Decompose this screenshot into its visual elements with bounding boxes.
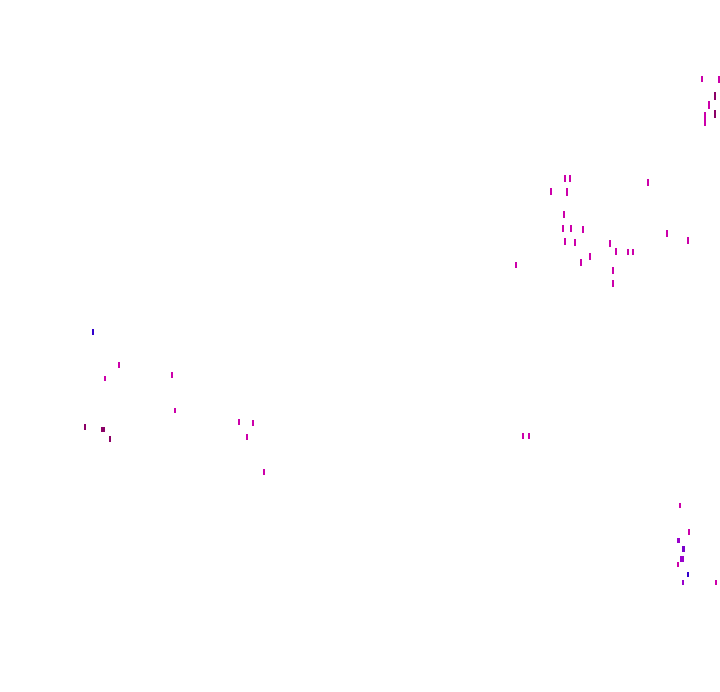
tick-fragment-upper-right-middle (582, 226, 584, 233)
tick-fragment-upper-right-middle (647, 179, 649, 186)
tick-fragment-left-middle (252, 420, 254, 426)
tick-fragment-upper-right-middle (570, 225, 572, 232)
tick-fragment-upper-right-middle (627, 249, 629, 255)
tick-fragment-upper-right-edge (714, 110, 716, 118)
tick-fragment-left-middle (174, 408, 176, 413)
tick-fragment-upper-right-middle (566, 188, 568, 196)
tick-fragment-lower-right-edge (677, 538, 680, 543)
tick-fragment-left-middle (238, 419, 240, 425)
tick-fragment-upper-right-middle (580, 259, 582, 266)
tick-fragment-left-middle (104, 376, 106, 381)
tick-fragment-upper-right-middle (564, 238, 566, 245)
tick-fragment-upper-right-edge (708, 101, 710, 109)
tick-fragment-upper-right-middle (515, 262, 517, 268)
tick-fragment-upper-right-middle (563, 211, 565, 218)
tick-fragment-upper-right-middle (612, 280, 614, 287)
tick-fragment-upper-right-edge (718, 76, 720, 83)
tick-fragment-left-middle (101, 427, 105, 432)
tick-fragment-upper-right-middle (687, 237, 689, 244)
tick-fragment-left-middle (109, 436, 111, 442)
tick-fragment-lower-right-edge (687, 572, 689, 577)
tick-fragment-lower-right-edge (682, 580, 684, 585)
tick-fragment-upper-right-middle (615, 248, 617, 255)
tick-fragment-upper-right-middle (569, 175, 571, 182)
tick-fragment-center-right-pair (522, 433, 524, 439)
tick-fragment-upper-right-middle (574, 239, 576, 246)
tick-fragment-lower-right-edge (680, 556, 684, 562)
tick-fragment-upper-right-middle (550, 188, 552, 195)
tick-fragment-upper-right-middle (564, 175, 566, 182)
tick-fragment-lower-right-edge (715, 580, 717, 585)
tick-fragment-lower-right-edge (682, 546, 685, 552)
tick-fragment-upper-right-middle (562, 225, 564, 232)
tick-fragment-center-right-pair (528, 433, 530, 439)
tick-fragment-upper-right-middle (666, 230, 668, 237)
tick-fragment-upper-right-middle (632, 249, 634, 255)
tick-fragment-upper-right-middle (612, 267, 614, 274)
tick-fragment-upper-right-middle (589, 253, 591, 260)
tick-fragment-upper-right-edge (704, 112, 706, 126)
tick-fragment-left-middle (84, 424, 86, 430)
tick-fragment-lower-right-edge (688, 529, 690, 535)
tick-fragment-upper-right-edge (701, 76, 703, 82)
tick-fragment-left-middle (92, 329, 94, 335)
tick-fragment-upper-right-edge (714, 92, 716, 100)
tick-fragment-left-middle (118, 362, 120, 368)
tick-fragment-left-middle (263, 469, 265, 475)
tick-fragment-lower-right-edge (677, 562, 679, 567)
tick-fragment-lower-right-edge (679, 503, 681, 508)
tick-fragment-left-middle (171, 372, 173, 378)
tick-fragment-left-middle (246, 434, 248, 440)
tick-fragment-upper-right-middle (609, 240, 611, 247)
